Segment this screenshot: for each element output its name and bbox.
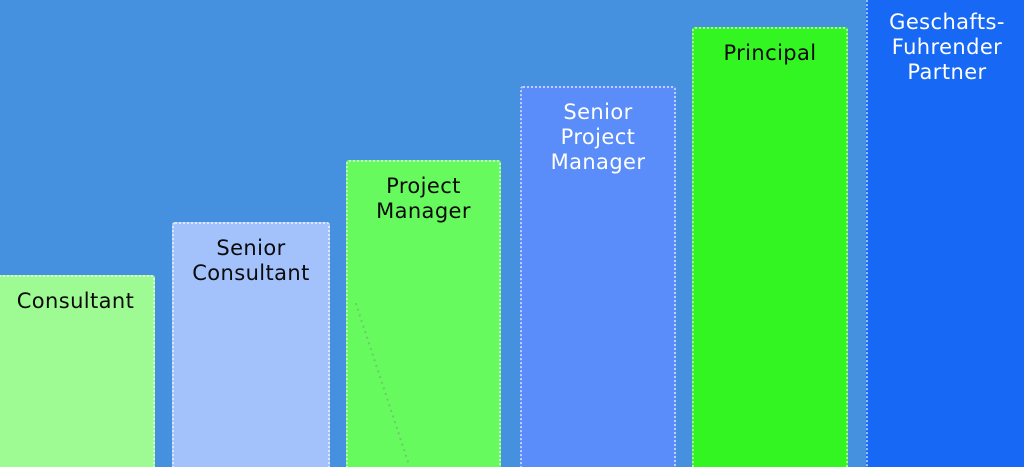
bar-label-senior-project-manager: Senior Project Manager	[550, 100, 646, 174]
bar-label-project-manager: Project Manager	[376, 174, 471, 223]
bar-label-senior-consultant: Senior Consultant	[192, 236, 310, 285]
bar-principal[interactable]: Principal	[692, 27, 848, 467]
bar-senior-consultant[interactable]: Senior Consultant	[172, 222, 330, 467]
bar-label-principal: Principal	[723, 41, 817, 65]
bar-senior-project-manager[interactable]: Senior Project Manager	[520, 86, 676, 467]
bar-geschaftsfuhrender-partner[interactable]: Geschafts- Fuhrender Partner	[866, 0, 1024, 467]
bar-consultant[interactable]: Consultant	[0, 275, 155, 467]
bar-project-manager[interactable]: Project Manager	[346, 160, 501, 467]
bar-label-consultant: Consultant	[16, 289, 135, 313]
bar-label-geschaftsfuhrender-partner: Geschafts- Fuhrender Partner	[889, 10, 1005, 84]
